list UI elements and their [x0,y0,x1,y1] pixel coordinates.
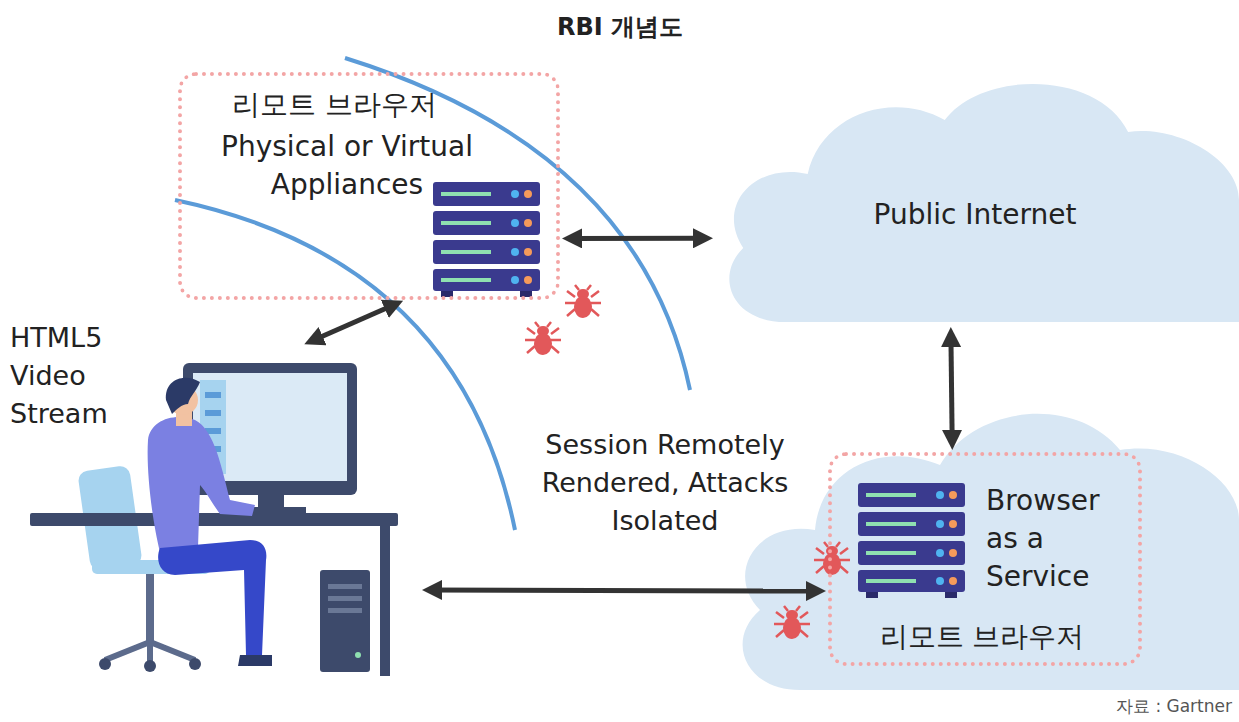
double-arrow [312,304,396,341]
bug-icon [814,542,850,575]
free-label: 자료 : Gartner [1060,695,1232,717]
node-heading: 리모트 브라우저 [232,86,472,124]
bug-icon [525,322,561,355]
server-icon [858,483,965,598]
double-arrow [951,335,952,442]
internet-cloud: Public Internet [715,70,1239,325]
cloud [743,414,1239,690]
cloud-shape [715,70,1239,325]
bug-icon [774,606,810,639]
node-body: Physical or Virtual Appliances [192,128,502,204]
diagram-title: RBI 개념도 [420,10,820,44]
node-heading: Browser as a Service [986,482,1132,596]
server-icon [433,182,540,297]
user-workstation: HTML5 Video Stream [0,345,420,680]
free-label: Session Remotely Rendered, Attacks Isola… [505,426,825,540]
cloud-fill [729,84,1239,322]
bug-icon [565,285,601,318]
double-arrow [570,236,705,241]
appliance-box: 리모트 브라우저 Physical or Virtual Appliances [178,72,560,300]
node-heading: HTML5 Video Stream [10,319,128,433]
service-box: Browser as a Service 리모트 브라우저 [828,452,1142,666]
node-heading: Public Internet [755,196,1195,234]
double-arrow [430,590,818,591]
node-body: 리모트 브라우저 [832,618,1132,656]
